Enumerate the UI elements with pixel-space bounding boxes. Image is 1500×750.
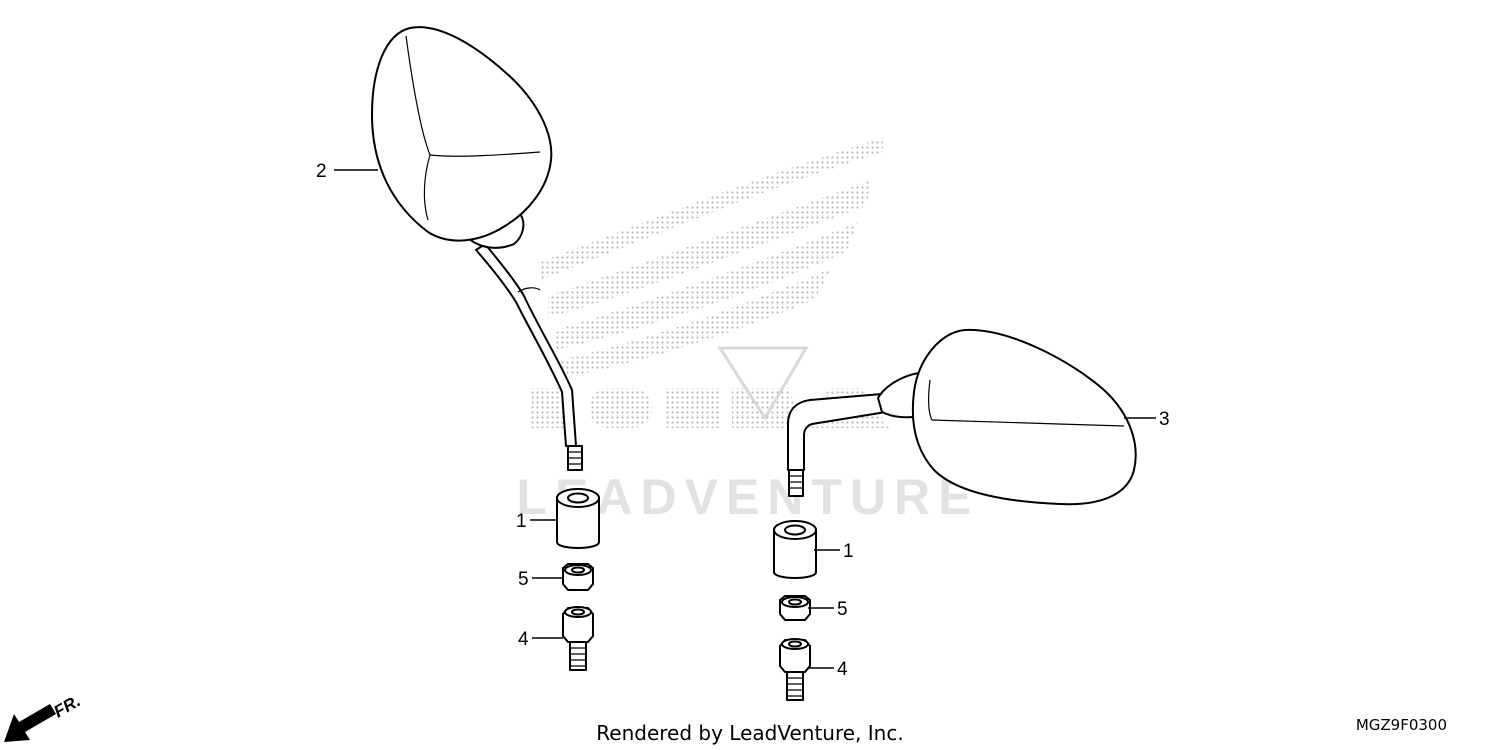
front-direction-label: FR. <box>51 691 84 721</box>
right-bolt-part[interactable] <box>779 638 811 701</box>
leader-lines <box>334 169 1156 669</box>
callout-left-adapter[interactable]: 1 <box>516 511 527 532</box>
callout-left-bolt[interactable]: 4 <box>518 629 529 650</box>
callout-left-mirror[interactable]: 2 <box>316 161 327 182</box>
right-mirror-head[interactable] <box>911 328 1137 506</box>
callout-right-nut[interactable]: 5 <box>837 599 848 620</box>
right-nut-part[interactable] <box>779 595 811 621</box>
left-mirror-assembly <box>371 26 583 471</box>
left-adapter-part[interactable] <box>556 488 600 549</box>
front-direction-arrow: FR. <box>4 691 84 742</box>
left-bolt-part[interactable] <box>562 606 594 671</box>
diagram-code: MGZ9F0300 <box>1356 716 1447 734</box>
arrow-icon <box>4 704 56 742</box>
left-nut-part[interactable] <box>562 563 594 591</box>
footer-credit: Rendered by LeadVenture, Inc. <box>596 721 903 745</box>
callout-right-adapter[interactable]: 1 <box>843 541 854 562</box>
callout-right-bolt[interactable]: 4 <box>837 659 848 680</box>
left-mirror-head[interactable] <box>371 26 553 242</box>
honda-wing-watermark <box>530 138 890 428</box>
right-adapter-part[interactable] <box>773 520 817 579</box>
right-mirror-assembly <box>787 328 1137 506</box>
callout-left-nut[interactable]: 5 <box>518 569 529 590</box>
callout-right-mirror[interactable]: 3 <box>1159 409 1170 430</box>
